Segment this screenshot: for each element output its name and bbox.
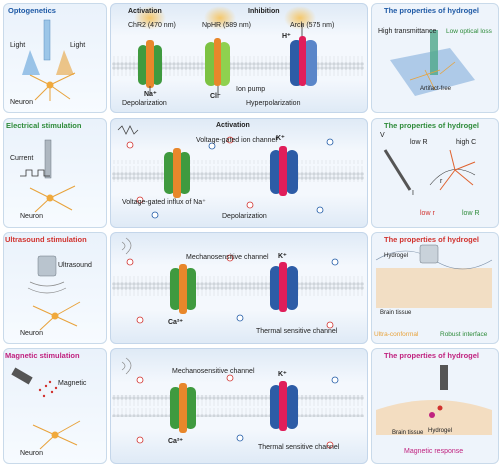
depolarization-label-row1: Depolarization — [122, 100, 167, 107]
ca-ion-label-row3: Ca²⁺ — [168, 319, 183, 326]
light-cone-blue — [22, 50, 40, 75]
ultrasound-transducer — [37, 255, 57, 277]
mechanosensitive-channel-row4 — [170, 383, 196, 433]
hydrogel-label-row4: Hydrogel — [428, 428, 453, 434]
ultrasound-label: Ultrasound — [58, 262, 92, 269]
voltage-gated-channel — [164, 148, 190, 198]
voltage-gated-label: Voltage-gated ion channel — [196, 137, 277, 144]
hyperpolarization-label: Hyperpolarization — [246, 100, 301, 107]
brain-tissue-label-row4: Brain tissue — [392, 430, 424, 436]
magnet-r4 — [440, 365, 448, 390]
high-transmittance-label: High transmittance — [378, 28, 437, 35]
left-panel-magnetic — [3, 348, 107, 464]
mechanosensitive-label-row4: Mechanosensitive channel — [172, 368, 255, 375]
arch-pump — [290, 36, 317, 86]
activation-header-row1: Activation — [128, 8, 162, 15]
ultrasound-title: Ultrasound stimulation — [5, 235, 87, 244]
chr2-channel — [138, 40, 162, 88]
h-ion-label: H⁺ — [282, 33, 291, 40]
magnetic-title: Magnetic stimulation — [5, 351, 80, 360]
low-r-label: low r — [420, 210, 435, 217]
k-ion-label-row4: K⁺ — [278, 371, 287, 378]
neuron-label-row4: Neuron — [20, 450, 43, 457]
membrane-row4 — [112, 395, 364, 417]
inhibition-header: Inhibition — [248, 8, 280, 15]
mechanosensitive-label-row3: Mechanosensitive channel — [186, 254, 269, 261]
neuron-label-row2: Neuron — [20, 213, 43, 220]
brain-tissue-r4 — [376, 400, 492, 435]
low-optical-loss-label: Low optical loss — [446, 28, 492, 35]
hydrogel-title-row2: The properties of hydrogel — [384, 121, 480, 130]
k-ion-label-row3: K⁺ — [278, 253, 287, 260]
mechanosensitive-channel-row3 — [170, 264, 196, 314]
optogenetics-title: Optogenetics — [8, 6, 56, 15]
low-rc-label: low R — [410, 139, 428, 146]
current-waveform — [20, 169, 50, 177]
arch-label: Arch (575 nm) — [290, 22, 335, 29]
magnetic-coil — [11, 367, 33, 385]
neuron-label-row1: Neuron — [10, 99, 33, 106]
magnetic-label: Magnetic — [58, 380, 87, 387]
light-label-right: Light — [70, 42, 86, 49]
na-ion-label: Na⁺ — [144, 91, 157, 98]
hydrogel-title-row3: The properties of hydrogel — [384, 235, 480, 244]
neuron-r2 — [439, 149, 476, 191]
hydrogel-title-row1: The properties of hydrogel — [384, 6, 480, 15]
optical-fiber-r1 — [430, 30, 438, 75]
cl-ion-label: Cl⁻ — [210, 93, 221, 100]
hydrogel-title-row4: The properties of hydrogel — [384, 351, 480, 360]
thermal-channel-row4 — [270, 381, 298, 431]
ions — [126, 136, 339, 449]
magnetic-particles — [38, 380, 58, 398]
high-ce-label: high C — [456, 139, 477, 146]
potassium-channel-row2 — [270, 146, 298, 196]
electrode-r2 — [383, 149, 412, 191]
distance-symbol: r — [440, 178, 443, 185]
brain-tissue-r3 — [376, 268, 492, 308]
electrical-title: Electrical stimulation — [6, 121, 82, 130]
light-cone-orange — [56, 50, 74, 75]
voltage-influx-label: Voltage-gated influx of Na⁺ — [122, 199, 206, 206]
activation-header-row2: Activation — [216, 122, 250, 129]
artifact-free-label: Artifact-free — [420, 86, 452, 92]
nphr-label: NpHR (589 nm) — [202, 22, 252, 29]
optical-fiber — [43, 19, 51, 61]
low-re-label: low R — [462, 210, 480, 217]
ca-ion-label-row4: Ca²⁺ — [168, 438, 183, 445]
hydrogel-label-row3: Hydrogel — [384, 253, 409, 259]
k-ion-label-row2: K⁺ — [276, 135, 285, 142]
thermal-label-row3: Thermal sensitive channel — [256, 328, 338, 335]
nphr-pump — [205, 38, 230, 86]
right-panel-electrical — [371, 118, 499, 228]
left-panel-ultrasound — [3, 232, 107, 344]
robust-interface-label: Robust interface — [440, 331, 488, 338]
magnetic-response-label: Magnetic response — [404, 448, 464, 455]
neuron-somas — [46, 81, 59, 439]
left-panel-optogenetics — [3, 3, 107, 113]
left-panel-electrical — [3, 118, 107, 228]
membrane-row3 — [112, 276, 364, 298]
current-label: Current — [10, 155, 34, 162]
current-symbol: I — [412, 190, 414, 197]
brain-tissue-label-row3: Brain tissue — [380, 310, 412, 316]
light-label-left: Light — [10, 42, 26, 49]
neuron-icons — [29, 72, 81, 450]
ion-pump-label: Ion pump — [236, 86, 266, 93]
electrode — [44, 139, 52, 179]
chr2-label: ChR2 (470 nm) — [128, 22, 176, 29]
thermal-channel-row3 — [270, 262, 298, 312]
voltage-symbol: V — [380, 132, 385, 139]
neuron-label-row3: Neuron — [20, 330, 43, 337]
membrane-row2 — [112, 160, 364, 182]
transducer-r3 — [419, 244, 439, 264]
depolarization-label-row2: Depolarization — [222, 213, 267, 220]
thermal-label-row4: Thermal sensitive channel — [258, 444, 340, 451]
ultra-conformal-label: Ultra-conformal — [374, 331, 419, 338]
